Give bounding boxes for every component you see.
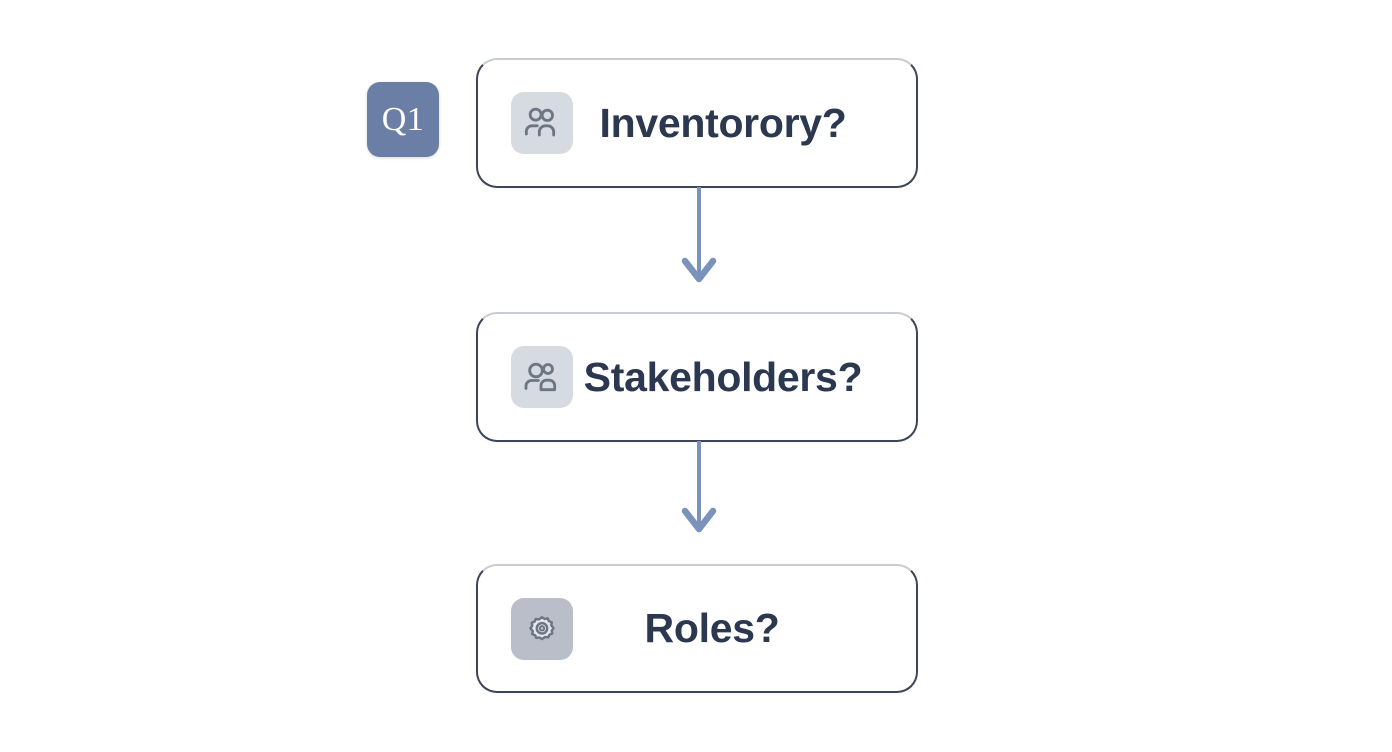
flow-node-stakeholders[interactable]: Stakeholders? xyxy=(476,312,918,442)
flow-node-roles[interactable]: Roles? xyxy=(476,564,918,693)
flow-node-inventory[interactable]: Inventorory? xyxy=(476,58,918,188)
people-icon xyxy=(511,346,573,408)
quarter-badge[interactable]: Q1 xyxy=(367,82,439,157)
connector-arrow-stakeholders-to-roles xyxy=(681,441,717,545)
gear-icon xyxy=(511,597,573,660)
flow-node-label: Inventorory? xyxy=(599,99,847,146)
quarter-badge-label: Q1 xyxy=(381,100,425,138)
connector-arrow-inventory-to-stakeholders xyxy=(681,187,717,297)
flow-node-label: Stakeholders? xyxy=(583,353,863,400)
people-icon xyxy=(511,92,573,154)
flow-node-label: Roles? xyxy=(644,605,780,651)
